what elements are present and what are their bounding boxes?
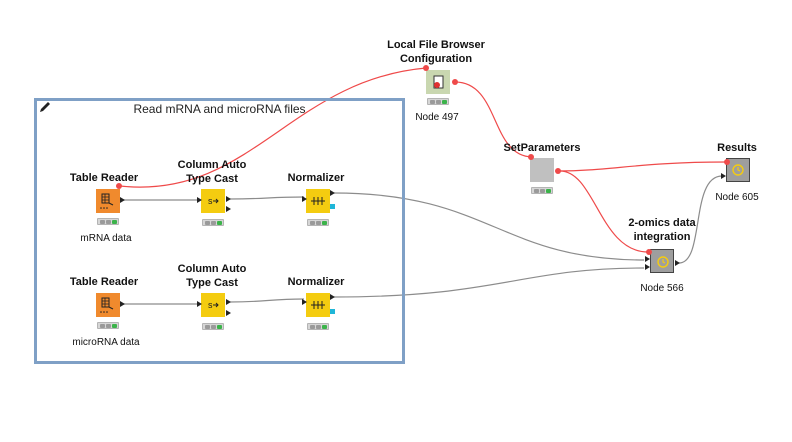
flow-variable-port[interactable] <box>555 168 561 174</box>
connection[interactable] <box>333 267 645 298</box>
output-port[interactable] <box>226 196 231 202</box>
output-port[interactable] <box>330 190 335 196</box>
model-output-port[interactable] <box>330 204 335 209</box>
svg-text:s: s <box>208 300 213 310</box>
annotation-text: Read mRNA and microRNA files <box>133 102 306 116</box>
input-port[interactable] <box>645 256 650 262</box>
node-title: Column Auto Type Cast <box>177 159 247 185</box>
table-reader-icon <box>100 193 114 209</box>
normalizer-node[interactable] <box>306 293 330 317</box>
node-status <box>427 98 449 105</box>
flow-variable-connection[interactable] <box>559 170 649 253</box>
flow-variable-connection[interactable] <box>557 161 727 172</box>
node-title: 2-omics data integration <box>628 217 696 243</box>
node-label[interactable]: mRNA data <box>80 233 132 244</box>
node-status <box>97 322 119 329</box>
cast-icon: s <box>208 300 219 310</box>
node-status <box>531 187 553 194</box>
node-label[interactable]: Node 605 <box>715 192 759 203</box>
normalizer-icon <box>311 197 325 205</box>
input-port[interactable] <box>302 299 307 305</box>
node-title: Results <box>717 142 757 154</box>
node-status <box>307 219 329 226</box>
column-auto-type-cast-node[interactable]: s <box>201 293 225 317</box>
connection[interactable] <box>333 192 645 261</box>
input-port[interactable] <box>721 173 726 179</box>
output-port[interactable] <box>120 301 125 307</box>
output-port[interactable] <box>226 299 231 305</box>
node-label[interactable]: Node 497 <box>415 112 459 123</box>
input-port[interactable] <box>302 196 307 202</box>
table-reader-icon <box>100 297 114 313</box>
flow-variable-port[interactable] <box>528 154 534 160</box>
column-auto-type-cast-node[interactable]: s <box>201 189 225 213</box>
connection[interactable] <box>229 298 305 303</box>
input-port[interactable] <box>645 264 650 270</box>
set-parameters-node[interactable] <box>530 158 554 182</box>
node-title: Column Auto Type Cast <box>177 263 247 289</box>
metanode-icon <box>657 256 669 268</box>
node-status <box>202 323 224 330</box>
output-port[interactable] <box>330 294 335 300</box>
cast-icon: s <box>208 196 219 206</box>
output-port[interactable] <box>675 260 680 266</box>
results-metanode[interactable] <box>726 158 750 182</box>
output-port[interactable] <box>120 197 125 203</box>
integration-metanode[interactable] <box>650 249 674 273</box>
svg-text:s: s <box>208 196 213 206</box>
workflow-annotation[interactable]: Read mRNA and microRNA files <box>34 98 405 364</box>
file-browser-icon <box>433 75 444 89</box>
table-reader-node[interactable] <box>96 293 120 317</box>
flow-variable-connection[interactable] <box>119 67 427 188</box>
node-title: Normalizer <box>287 172 345 184</box>
node-title: Local File Browser Configuration <box>387 39 485 65</box>
flow-variable-port[interactable] <box>724 159 730 165</box>
metanode-icon <box>732 164 744 176</box>
local-file-browser-node[interactable] <box>426 70 450 94</box>
node-title: Table Reader <box>69 276 139 288</box>
flow-variable-port[interactable] <box>423 65 429 71</box>
node-label[interactable]: Node 566 <box>640 283 684 294</box>
input-port[interactable] <box>197 301 202 307</box>
output-port[interactable] <box>226 310 231 316</box>
flow-variable-port[interactable] <box>646 249 652 255</box>
flow-variable-port[interactable] <box>452 79 458 85</box>
node-title: Table Reader <box>69 172 139 184</box>
node-status <box>307 323 329 330</box>
normalizer-node[interactable] <box>306 189 330 213</box>
table-reader-node[interactable] <box>96 189 120 213</box>
normalizer-icon <box>311 301 325 309</box>
node-status <box>97 218 119 225</box>
pencil-icon[interactable] <box>38 100 52 114</box>
node-title: Normalizer <box>287 276 345 288</box>
connection[interactable] <box>229 196 305 200</box>
flow-variable-connection[interactable] <box>454 81 533 158</box>
node-title: SetParameters <box>503 142 581 154</box>
connection[interactable] <box>678 175 723 264</box>
output-port[interactable] <box>226 206 231 212</box>
model-output-port[interactable] <box>330 309 335 314</box>
input-port[interactable] <box>197 197 202 203</box>
node-status <box>202 219 224 226</box>
node-label[interactable]: microRNA data <box>72 337 140 348</box>
flow-variable-port[interactable] <box>116 183 122 189</box>
